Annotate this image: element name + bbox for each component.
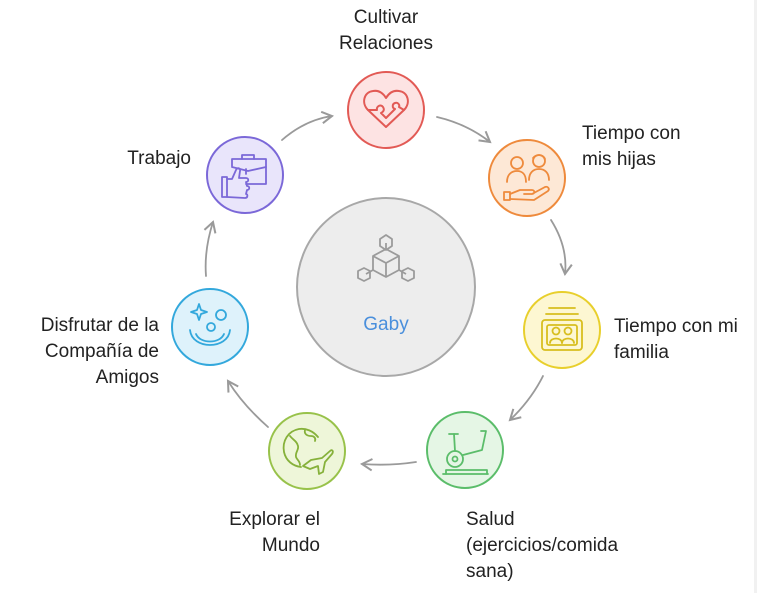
label-line: Compañía de (44, 341, 159, 362)
exercise-bike-icon (442, 430, 489, 475)
label-line: Amigos (95, 367, 159, 388)
label-line: mis hijas (582, 149, 656, 170)
globe-plane-icon (282, 427, 334, 475)
node-tiempo-hijas (488, 139, 566, 217)
cube-network-icon (357, 234, 415, 282)
node-cultivar-relaciones (347, 71, 425, 149)
label-line: Cultivar (353, 7, 419, 28)
arrow-hijas-to-familia (550, 219, 573, 277)
label-tiempo-hijas: Tiempo con mis hijas (582, 121, 681, 173)
node-tiempo-familia (523, 291, 601, 369)
arrow-familia-to-salud (508, 375, 544, 422)
briefcase-thumbs-up-icon (221, 154, 267, 199)
label-line: sana) (466, 561, 514, 582)
label-explorar-mundo: Explorar el Mundo (180, 507, 320, 559)
node-trabajo (206, 136, 284, 214)
label-tiempo-familia: Tiempo con mi familia (614, 314, 738, 366)
label-line: Explorar el (229, 509, 320, 530)
label-line: Tiempo con (582, 123, 681, 144)
label-line: Relaciones (339, 33, 433, 54)
heart-puzzle-icon (363, 89, 409, 128)
label-disfrutar-amigos: Disfrutar de la Compañía de Amigos (10, 313, 159, 391)
arrow-trabajo-to-cultivar (281, 110, 335, 141)
children-hand-icon (503, 154, 550, 201)
label-line: Tiempo con mi (614, 316, 738, 337)
label-line: (ejercicios/comida (466, 535, 619, 556)
arrow-salud-to-explorar (359, 458, 417, 472)
smiling-face-icon (189, 303, 231, 346)
label-trabajo: Trabajo (90, 146, 191, 172)
cycle-arrows (203, 110, 573, 472)
label-salud: Salud (ejercicios/comida sana) (466, 507, 618, 585)
label-line: Trabajo (127, 148, 191, 169)
family-frame-icon (541, 307, 583, 351)
arrow-disfrutar-to-trabajo (203, 220, 217, 277)
label-line: Salud (466, 509, 515, 530)
label-line: Disfrutar de la (40, 315, 159, 336)
node-disfrutar-amigos (171, 288, 249, 366)
node-explorar-mundo (268, 412, 346, 490)
window-edge (754, 0, 757, 593)
label-cultivar-relaciones: Cultivar Relaciones (316, 5, 456, 57)
label-line: familia (614, 342, 669, 363)
center-node (296, 197, 476, 377)
node-salud (426, 411, 504, 489)
arrow-explorar-to-disfrutar (226, 379, 269, 428)
center-label: Gaby (363, 314, 409, 335)
label-line: Mundo (261, 535, 320, 556)
arrow-cultivar-to-hijas (436, 116, 492, 144)
